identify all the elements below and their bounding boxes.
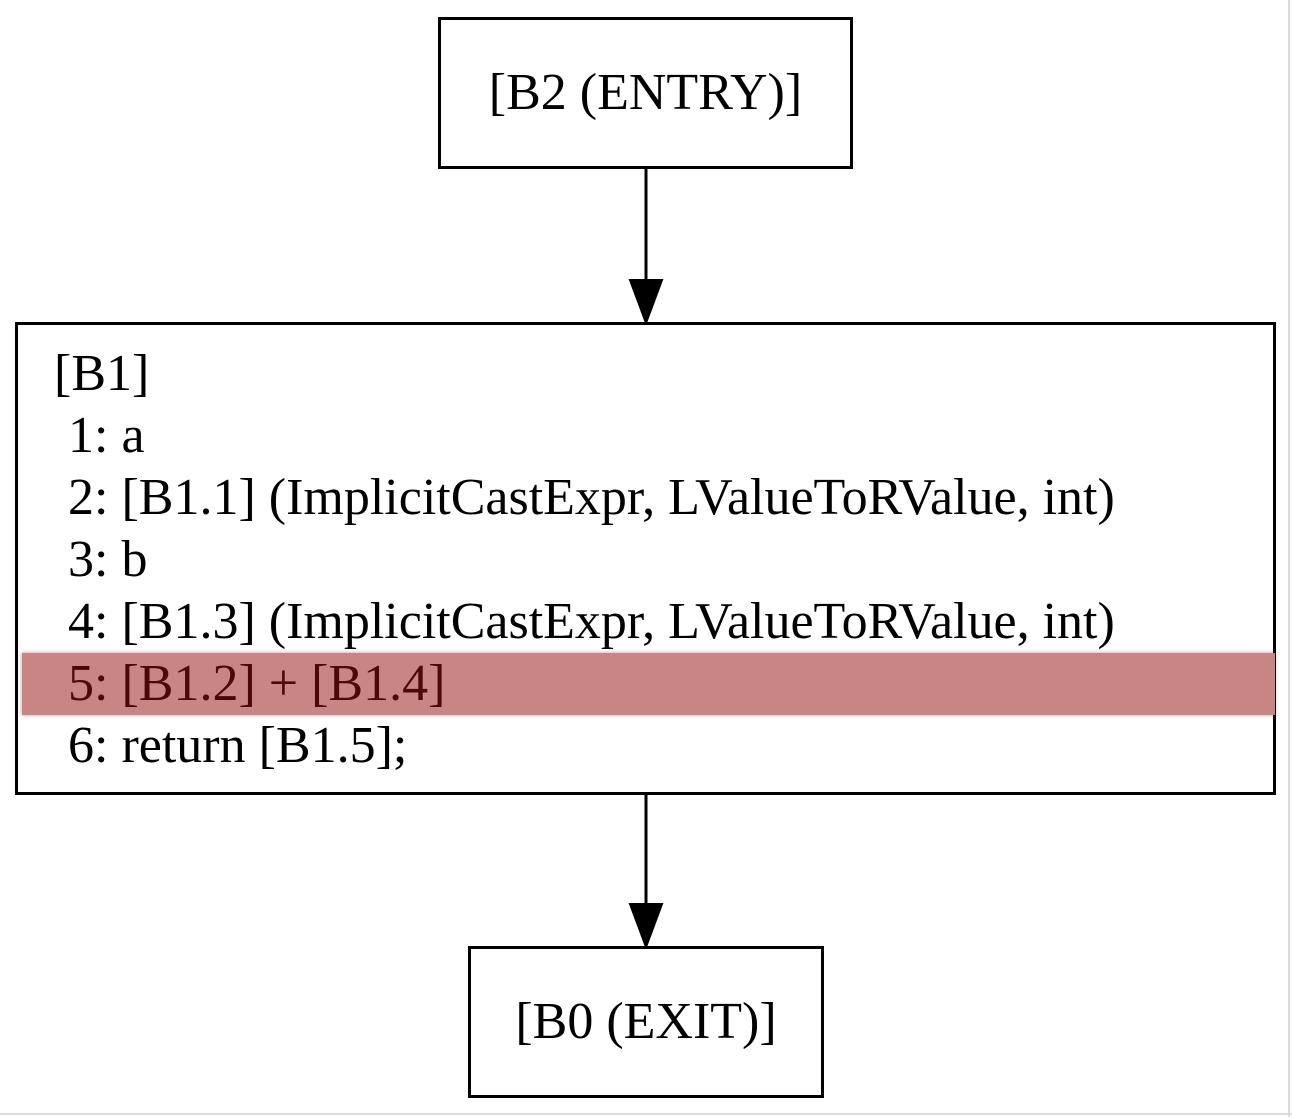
edge-entry-to-b1 xyxy=(628,169,664,326)
frame-border-bottom xyxy=(0,1113,1292,1115)
node-b2-entry: [B2 (ENTRY)] xyxy=(438,17,853,169)
highlighted-statement-bar xyxy=(22,653,1275,715)
arrowhead-down-icon xyxy=(628,279,664,326)
statement-line-6: 6: return [B1.5]; xyxy=(68,717,408,774)
arrowhead-down-icon xyxy=(628,903,664,950)
statement-line-3: 3: b xyxy=(68,531,148,588)
statement-line-5: 5: [B1.2] + [B1.4] xyxy=(68,655,446,712)
statement-line-4: 4: [B1.3] (ImplicitCastExpr, LValueToRVa… xyxy=(68,593,1115,650)
node-b1: [B1] 1: a 2: [B1.1] (ImplicitCastExpr, L… xyxy=(15,322,1276,795)
frame-border-right xyxy=(1288,0,1290,1117)
statement-line-2: 2: [B1.1] (ImplicitCastExpr, LValueToRVa… xyxy=(68,469,1115,526)
node-label: [B2 (ENTRY)] xyxy=(488,64,803,121)
node-b0-exit: [B0 (EXIT)] xyxy=(468,946,824,1098)
edge-b1-to-exit xyxy=(628,795,664,950)
node-label: [B0 (EXIT)] xyxy=(515,993,777,1050)
statement-line-1: 1: a xyxy=(68,407,145,464)
node-title: [B1] xyxy=(54,345,150,402)
